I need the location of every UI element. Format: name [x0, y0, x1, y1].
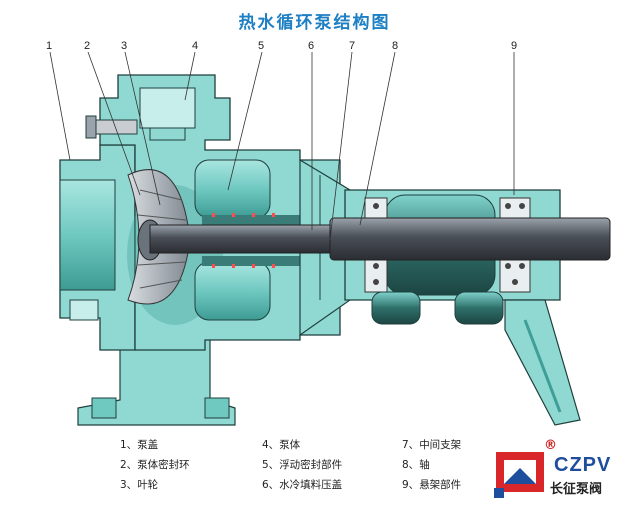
legend-item-9: 9、悬架部件: [402, 477, 461, 492]
legend-label: 中间支架: [419, 439, 462, 451]
logo-mark-icon: [494, 452, 544, 498]
legend-label: 水冷填料压盖: [279, 479, 343, 491]
callout-1: 1: [46, 40, 52, 52]
legend-num: 2、: [120, 459, 138, 471]
legend-label: 轴: [419, 459, 430, 471]
legend-num: 5、: [262, 459, 280, 471]
legend-label: 泵体密封环: [137, 459, 190, 471]
legend-item-1: 1、泵盖: [120, 437, 158, 452]
legend-label: 泵体: [279, 439, 301, 451]
registered-mark: ®: [544, 438, 557, 453]
pump-cover: [59, 144, 136, 351]
legend-num: 8、: [402, 459, 420, 471]
callout-9: 9: [511, 40, 517, 52]
callout-3: 3: [121, 40, 127, 52]
legend-item-4: 4、泵体: [262, 437, 300, 452]
legend-num: 6、: [262, 479, 280, 491]
legend-item-8: 8、轴: [402, 457, 430, 472]
legend-num: 3、: [120, 479, 138, 491]
support-leg: [504, 299, 581, 426]
legend-num: 4、: [262, 439, 280, 451]
legend-item-6: 6、水冷填料压盖: [262, 477, 342, 492]
legend-item-5: 5、浮动密封部件: [262, 457, 342, 472]
logo-company-name: 长征泵阀: [550, 482, 603, 497]
parts-legend: 1、泵盖 2、泵体密封环 3、叶轮 4、泵体 5、浮动密封部件 6、水冷填料压盖…: [0, 433, 629, 503]
callout-2: 2: [84, 40, 90, 52]
legend-num: 7、: [402, 439, 420, 451]
legend-label: 浮动密封部件: [279, 459, 343, 471]
leader-lines: [49, 51, 515, 241]
cover-bolt: [85, 115, 138, 139]
diagram-title: 热水循环泵结构图: [238, 13, 391, 33]
pump-base: [77, 329, 236, 426]
callout-7: 7: [349, 40, 355, 52]
legend-label: 叶轮: [137, 479, 159, 491]
legend-item-2: 2、泵体密封环: [120, 457, 190, 472]
callout-numbers: 1 2 3 4 5 6 7 8 9: [46, 40, 517, 52]
callout-4: 4: [192, 40, 198, 52]
legend-item-7: 7、中间支架: [402, 437, 461, 452]
shaft: [149, 217, 611, 261]
legend-label: 泵盖: [137, 439, 159, 451]
callout-8: 8: [392, 40, 398, 52]
logo-brand: CZPV: [554, 454, 612, 476]
legend-label: 悬架部件: [419, 479, 462, 491]
floating-seal: [194, 159, 312, 321]
legend-num: 1、: [120, 439, 138, 451]
callout-5: 5: [258, 40, 264, 52]
company-logo: ® CZPV 长征泵阀: [492, 438, 626, 502]
legend-item-3: 3、叶轮: [120, 477, 158, 492]
legend-num: 9、: [402, 479, 420, 491]
callout-6: 6: [308, 40, 314, 52]
